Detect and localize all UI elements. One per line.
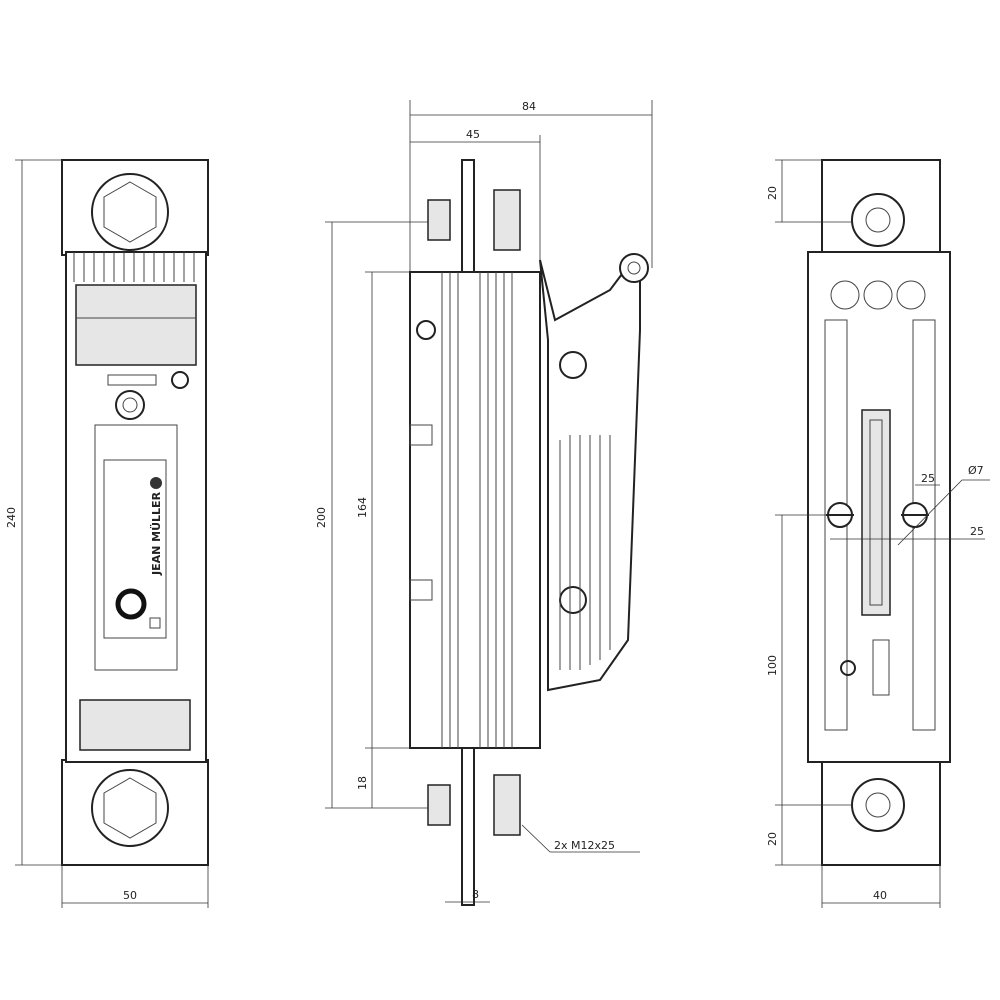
front-view: JEAN MÜLLER 240 50 xyxy=(5,159,209,908)
side-body xyxy=(409,271,541,749)
rear-view: 20 100 20 40 25 Ø7 25 xyxy=(766,159,990,908)
spacing-dim-200: 200 xyxy=(315,507,328,528)
width-dim-50: 50 xyxy=(123,889,137,902)
mount-dim-100: 100 xyxy=(766,655,779,676)
thickness-dim-8: 8 xyxy=(472,888,479,901)
top-hole-dim-20: 20 xyxy=(766,186,779,200)
bolt-callout: 2x M12x25 xyxy=(554,839,615,852)
depth-dim-45: 45 xyxy=(466,128,480,141)
offset-dim-18: 18 xyxy=(356,776,369,790)
logo-text: JEAN MÜLLER xyxy=(149,491,163,576)
hex-nut-icon xyxy=(103,181,157,243)
screw-icon xyxy=(559,351,587,379)
bottom-terminal-plate xyxy=(61,759,209,866)
hex-nut-icon xyxy=(103,777,157,839)
hole-spacing-25-h: 25 xyxy=(921,472,935,485)
width-dim-40: 40 xyxy=(873,889,887,902)
bottom-hole-dim-20: 20 xyxy=(766,832,779,846)
hole-spacing-25-v: 25 xyxy=(970,525,984,538)
label-area xyxy=(103,459,167,639)
side-view: 84 45 200 164 18 8 2x M12x25 xyxy=(315,100,653,906)
hole-diameter-dim: Ø7 xyxy=(968,464,984,477)
logo-icon xyxy=(150,477,162,489)
depth-dim-84: 84 xyxy=(522,100,536,113)
height-dim-240: 240 xyxy=(5,507,18,528)
height-dim-164: 164 xyxy=(356,497,369,518)
side-fins xyxy=(441,272,513,748)
cooling-ribs xyxy=(73,252,195,282)
top-terminal-nut xyxy=(91,173,169,251)
